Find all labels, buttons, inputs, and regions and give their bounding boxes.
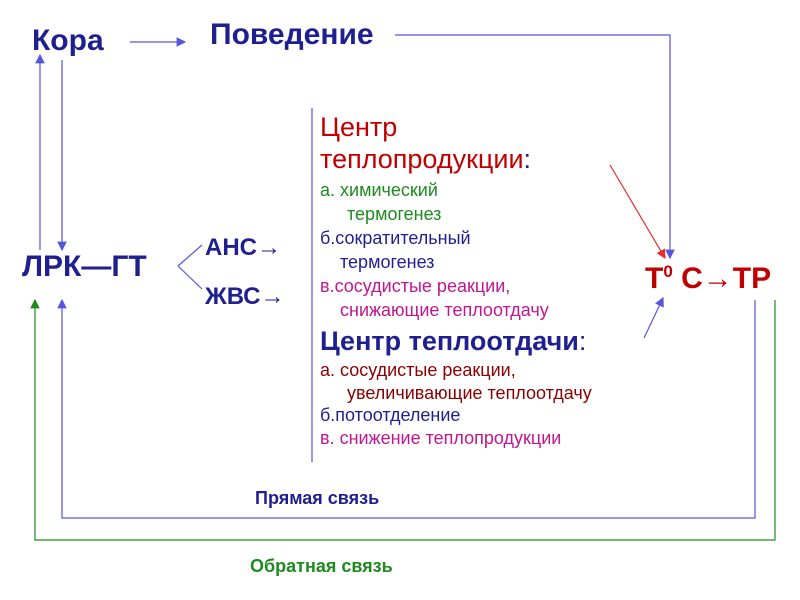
heat-production-b-line1: б.сократительный <box>320 228 471 248</box>
zhvs-label: ЖВС→ <box>205 283 285 310</box>
heat-production-b-line2: термогенез <box>340 252 435 272</box>
t0-suffix: С→ТР <box>672 262 772 295</box>
heat-loss-colon: : <box>578 326 587 356</box>
heat-production-title-line2: теплопродукции: <box>320 144 531 175</box>
heat-loss-a-line1: а. сосудистые реакции, <box>320 360 516 380</box>
heat-loss-b: б.потоотделение <box>320 405 461 425</box>
heat-production-c-line1: в.сосудистые реакции, <box>320 276 511 296</box>
t0-superscript: 0 <box>663 262 673 281</box>
heat-production-a-line1: а. химический <box>320 180 438 200</box>
heat-production-c-line2: снижающие теплоотдачу <box>340 300 549 320</box>
cortex-label: Кора <box>32 24 104 57</box>
heat-loss-to-t0-arrow <box>643 296 664 339</box>
direct-link-label: Прямая связь <box>255 488 380 508</box>
heat-loss-c: в. снижение теплопродукции <box>320 428 562 448</box>
t0-prefix: Т <box>645 262 664 295</box>
heat-production-title-line1: Центр <box>320 112 398 142</box>
heat-production-colon: : <box>523 144 532 174</box>
ans-label: АНС→ <box>205 234 281 261</box>
feedback-label: Обратная связь <box>250 556 393 576</box>
heat-loss-title: Центр теплоотдачи: <box>320 326 586 357</box>
feedback-line <box>30 298 776 541</box>
heat-loss-title-text: Центр теплоотдачи <box>320 326 579 356</box>
gt-to-ans-branch <box>177 244 203 267</box>
heat-loss-a-line2: увеличивающие теплоотдачу <box>347 383 592 403</box>
heat-production-to-t0-arrow <box>609 164 666 260</box>
heat-production-title-text: теплопродукции <box>320 144 524 174</box>
lrk-gt-label: ЛРК—ГТ <box>22 250 147 283</box>
gt-to-zhvs-branch <box>177 265 203 290</box>
behavior-to-t0-arrow <box>395 34 675 260</box>
t0-result-label: Т0 С→ТР <box>645 262 771 296</box>
heat-production-a-line2: термогенез <box>347 204 442 224</box>
direct-link-line <box>57 298 756 519</box>
behavior-label: Поведение <box>210 18 374 51</box>
